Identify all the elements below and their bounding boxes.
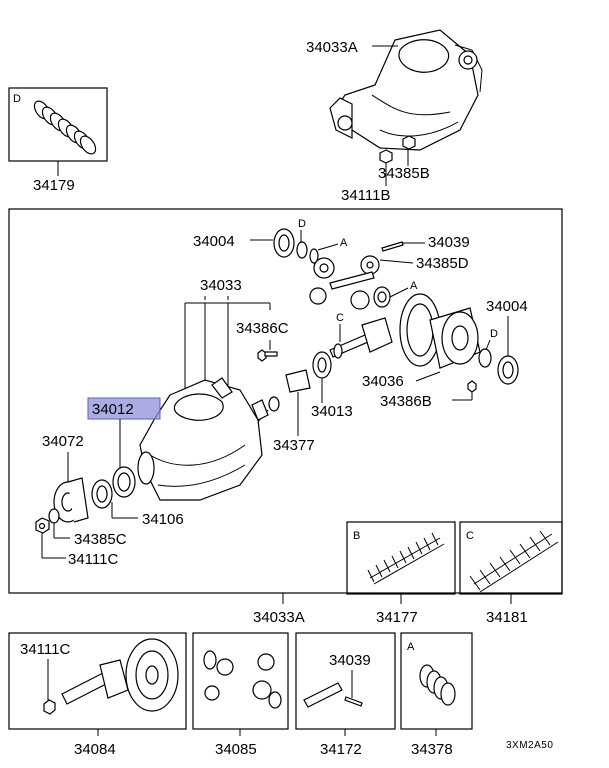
box-letter-D: D [13, 93, 21, 105]
diagram-code: 3XM2A50 [506, 740, 553, 751]
diff-gear-kit-drawing [203, 650, 282, 709]
part-box-34085 [192, 632, 289, 730]
part-label-34033: 34033 [200, 277, 242, 294]
part-label-34386B: 34386B [380, 393, 432, 410]
part-label-34111C-main: 34111C [68, 551, 118, 568]
part-label-34111C-box: 34111C [20, 641, 70, 658]
bolt-34111B-drawing [379, 149, 393, 164]
box-letter-C: C [466, 530, 474, 542]
part-box-34177 [346, 521, 456, 595]
letter-D-right: D [490, 328, 498, 340]
bearing-34004-left-drawing [273, 228, 319, 264]
part-label-34377: 34377 [273, 437, 315, 454]
carrier-assembly-top-drawing [329, 29, 483, 151]
part-label-34177: 34177 [376, 609, 418, 626]
part-label-34004-left: 34004 [193, 233, 235, 250]
nut-34111C-drawing [35, 517, 50, 534]
highlight-34012 [87, 397, 161, 420]
pinion-drawing [329, 317, 393, 359]
part-box-34172 [295, 632, 396, 730]
pin-34039-drawing [381, 241, 404, 252]
spring-34181-drawing [469, 530, 559, 593]
part-label-34033A-top: 34033A [306, 39, 358, 56]
box-letter-A: A [407, 641, 415, 653]
bolt-34386C-drawing [257, 349, 278, 362]
part-label-34039-box: 34039 [329, 652, 371, 669]
letter-D-mid: D [298, 218, 306, 230]
diff-gears-drawing [309, 255, 391, 310]
part-label-34106: 34106 [142, 511, 184, 528]
washer-34385C-drawing [48, 508, 60, 524]
part-label-34033A-bottom: 34033A [253, 609, 305, 626]
spring-34179-drawing [33, 100, 97, 155]
part-label-34181: 34181 [486, 609, 528, 626]
part-label-34036: 34036 [362, 373, 404, 390]
pinion-shaft-pin-drawing [303, 682, 363, 708]
bearing-34013-drawing [285, 351, 332, 393]
part-label-34385D: 34385D [416, 255, 469, 272]
letter-A-right: A [410, 280, 418, 292]
flange-34072-drawing [53, 477, 89, 523]
part-label-34172: 34172 [320, 741, 362, 758]
bolt-34386B-drawing [467, 380, 477, 393]
box-letter-B: B [353, 530, 360, 542]
collapsible-spacer-drawing [268, 396, 280, 412]
part-label-34013: 34013 [311, 403, 353, 420]
spring-34177-drawing [367, 532, 445, 585]
nut-34385B-drawing [402, 135, 416, 150]
part-label-34012: 34012 [92, 401, 134, 418]
part-label-34085: 34085 [215, 741, 257, 758]
ring-gear-case-drawing [399, 293, 519, 385]
part-label-34385B: 34385B [378, 165, 430, 182]
part-label-34072: 34072 [42, 433, 84, 450]
part-label-34039-mid: 34039 [428, 234, 470, 251]
letter-A-mid: A [340, 237, 348, 249]
part-label-34385C: 34385C [74, 531, 127, 548]
carrier-housing-drawing [137, 377, 269, 501]
part-label-34179: 34179 [33, 177, 75, 194]
part-label-34111B: 34111B [341, 187, 391, 204]
part-label-34004-right: 34004 [486, 298, 528, 315]
main-assembly-frame [8, 208, 563, 594]
part-label-34386C: 34386C [236, 320, 289, 337]
oil-seal-drawing [91, 466, 136, 509]
part-label-34378: 34378 [411, 741, 453, 758]
washer-set-34378-drawing [419, 664, 456, 706]
letter-C-mid: C [336, 312, 344, 324]
part-label-34084: 34084 [74, 741, 116, 758]
ring-pinion-set-drawing [43, 638, 179, 715]
